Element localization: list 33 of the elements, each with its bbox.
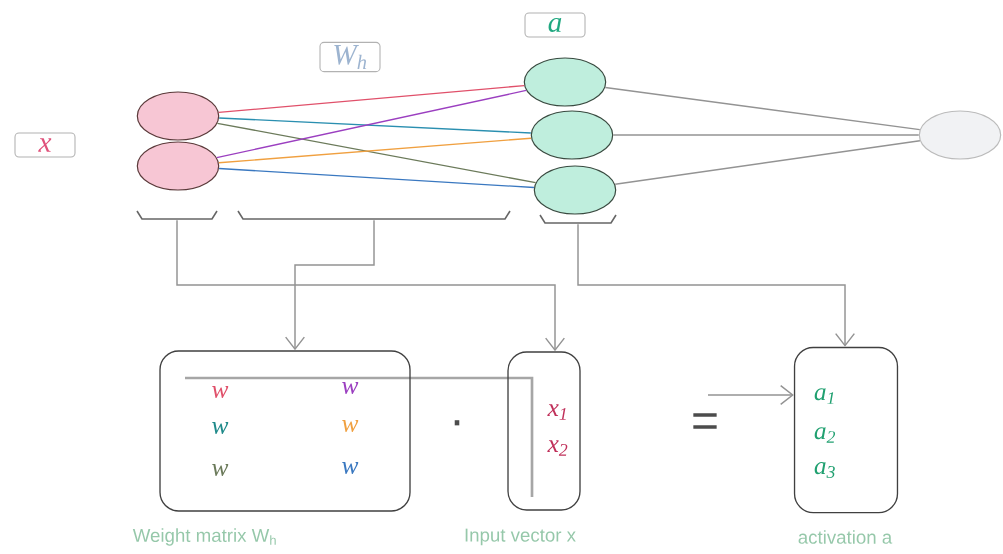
symbol-tag: W$_{h}$: [319, 41, 381, 73]
connection-line: [218, 84, 525, 114]
connection-line: [614, 140, 921, 185]
neuron-circle: [136, 91, 220, 141]
arrow: [707, 384, 794, 406]
neuron-circle: [533, 165, 617, 215]
bracket: [539, 214, 617, 224]
bracket: [136, 210, 218, 220]
arrow: [284, 219, 375, 351]
symbol-tag: a: [524, 12, 586, 38]
connection-line: [218, 167, 535, 189]
arrow: [577, 223, 856, 347]
connection-line: [216, 122, 537, 184]
connection-line: [612, 134, 920, 136]
connection-line: [218, 137, 532, 164]
node-label: activation a: [798, 530, 893, 544]
connection-line: [216, 89, 527, 159]
arrow: [176, 219, 566, 352]
node-label: Input vector x: [465, 528, 576, 546]
operator-symbol: =: [693, 413, 717, 429]
neuron-circle: [523, 57, 607, 107]
connection-line: [218, 117, 532, 134]
matrix-box: x$_{1}$ x$_{2}$: [507, 351, 581, 511]
matrix-box: w w w w w w: [159, 350, 411, 512]
connection-line: [604, 86, 921, 131]
neuron-circle: [530, 110, 614, 160]
node-label: Weight matrix W$_{h}$: [132, 528, 276, 546]
matrix-box: a$_{1}$ a$_{2}$ a$_{3}$: [793, 346, 899, 514]
neuron-circle: [918, 110, 1002, 160]
neuron-circle: [136, 141, 220, 191]
operator-symbol: ·: [454, 420, 460, 426]
bracket: [237, 210, 511, 220]
symbol-tag: x: [14, 132, 76, 158]
